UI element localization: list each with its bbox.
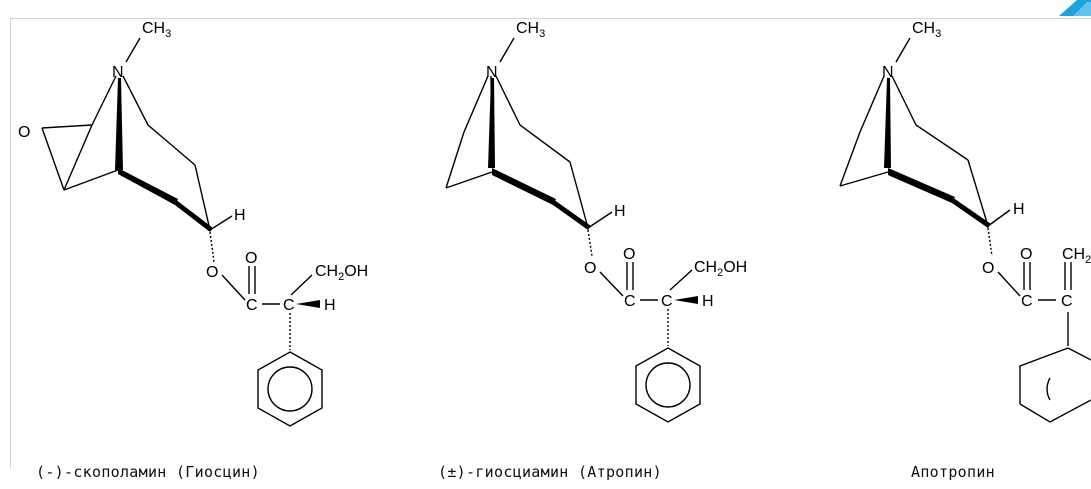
c-carbonyl-label: C [624,293,636,310]
c-carbonyl-label: C [1021,293,1033,310]
corner-accent-shape [1059,0,1091,16]
substituent-label: CH2OH [694,259,747,279]
caption-atropine: (±)-гиосциамин (Атропин) [438,463,662,481]
o-ester-label: O [584,260,596,277]
frame-border-left [10,18,11,468]
scopolamine-structure [41,37,323,427]
substituent-label: CH2OH [315,263,368,283]
c-alpha-label: C [283,297,295,314]
h-alpha-label: H [324,297,336,314]
n-label: N [486,64,498,81]
apoatropine-labels: CH3 N H O O C C CH2 [882,20,1091,310]
atropine-structure [445,37,701,423]
o-ring-label: O [18,124,30,141]
c-alpha-label: C [1061,293,1073,310]
caption-scopolamine: (-)-скополамин (Гиосцин) [36,463,260,481]
methyl-label: CH3 [142,20,171,40]
o-carbonyl-label: O [1020,246,1032,263]
c-alpha-label: C [661,293,673,310]
n-label: N [112,64,124,81]
frame-border-top [10,18,1091,19]
caption-apoatropine: Апотропин [911,463,995,481]
methyl-label: CH3 [516,20,545,40]
o-carbonyl-label: O [245,250,257,267]
substituent-label: CH2 [1062,246,1091,266]
h-ring-label: H [234,207,246,224]
atropine-labels: CH3 N H O O C C CH2OH H [486,20,747,310]
apoatropine-structure [839,37,1091,423]
c-carbonyl-label: C [246,297,258,314]
h-ring-label: H [1013,201,1025,218]
o-ester-label: O [206,264,218,281]
scopolamine-labels: CH3 N O H O O C C CH2OH H [18,20,368,314]
h-alpha-label: H [702,293,714,310]
methyl-label: CH3 [912,20,941,40]
o-carbonyl-label: O [623,246,635,263]
o-ester-label: O [982,260,994,277]
h-ring-label: H [614,203,626,220]
n-label: N [882,64,894,81]
